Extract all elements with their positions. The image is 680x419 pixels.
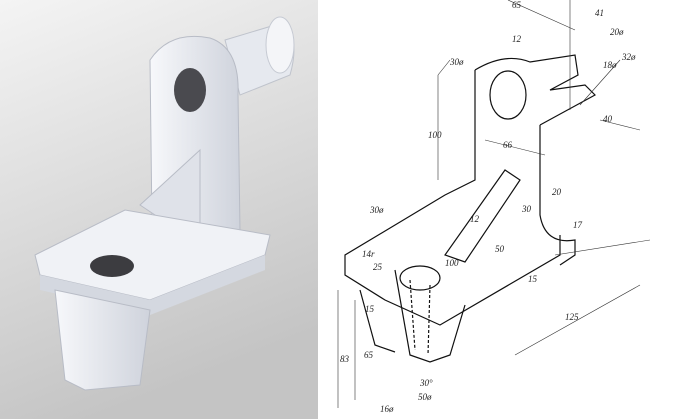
dimension-lines [337,0,651,408]
dim-base-length: 125 [565,312,579,322]
drawing-lines [344,54,596,363]
dim-base-thickness: 15 [528,274,538,284]
dim-base-hole: 30ø [369,205,384,215]
technical-drawing: 65 41 30ø 12 20ø 32ø 18ø 40 66 100 20 30… [318,0,680,419]
dim-top-offset: 12 [512,34,522,44]
dim-leg-top: 15 [365,304,375,314]
dim-rib-base: 50 [495,244,505,254]
dim-upright-width: 66 [503,140,513,150]
dim-fillet: 17 [573,220,583,230]
dimension-labels: 65 41 30ø 12 20ø 32ø 18ø 40 66 100 20 30… [340,0,636,414]
dim-rib-thickness: 12 [470,214,480,224]
3d-render-view [0,0,318,419]
dim-hole-small: 20ø [610,27,624,37]
dim-boss-length: 40 [603,114,613,124]
dim-leg-bottom: 50ø [418,392,432,402]
dim-boss-outer: 32ø [621,52,636,62]
dim-top-radius: 30ø [449,57,464,67]
dim-leg-total: 83 [340,354,350,364]
dim-base-width: 100 [445,258,459,268]
dim-base-corner: 14r [362,249,375,259]
dim-leg-height: 65 [364,350,374,360]
dim-bore-diameter: 16ø [380,404,394,414]
dim-rib-height: 30 [521,204,532,214]
dim-note: 41 [595,8,604,18]
dim-boss-inner: 18ø [603,60,617,70]
dim-upright-height: 100 [428,130,442,140]
dim-base-hole-offset: 25 [373,262,383,272]
rendered-part [34,16,295,391]
dim-upright-thickness: 20 [552,187,562,197]
dim-top-width: 65 [512,0,522,10]
dim-bore-angle: 30° [419,378,433,388]
